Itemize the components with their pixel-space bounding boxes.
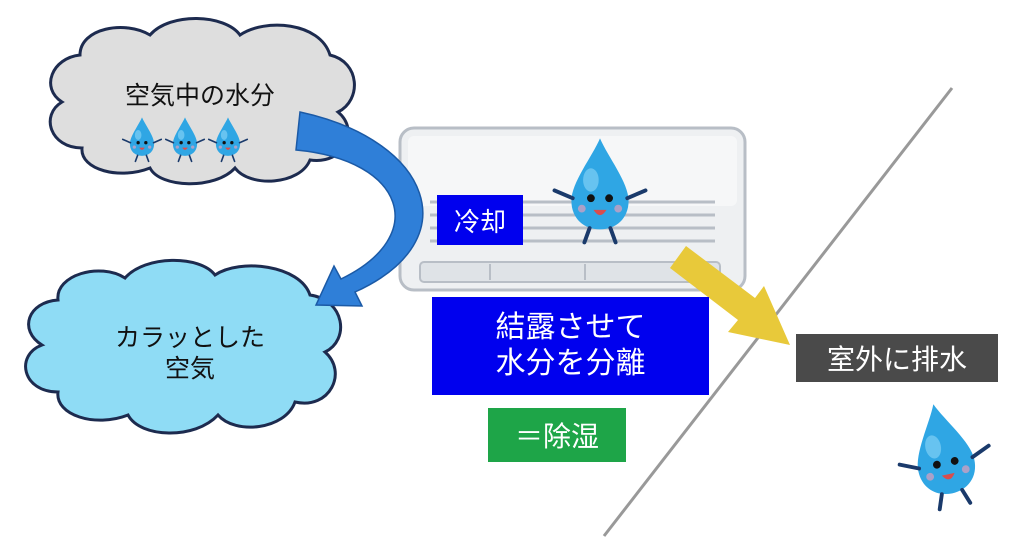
drain-arrow: [670, 246, 790, 345]
wall-divider-line: [602, 87, 954, 537]
water-drop-character-icon: [886, 392, 1002, 518]
dry-air-cloud: [24, 258, 342, 435]
moisture-in-air-text: 空気中の水分: [124, 81, 275, 110]
dehumidify-label: ＝除湿: [488, 408, 626, 462]
cooling-label: 冷却: [437, 195, 523, 245]
condense-label: 結露させて 水分を分離: [432, 297, 709, 395]
drain-outside-label: 室外に排水: [796, 334, 998, 382]
dry-air-text: カラッとした 空気: [114, 323, 265, 384]
moist-air-cloud: [48, 17, 356, 186]
air-flow-arrow: [295, 111, 424, 307]
